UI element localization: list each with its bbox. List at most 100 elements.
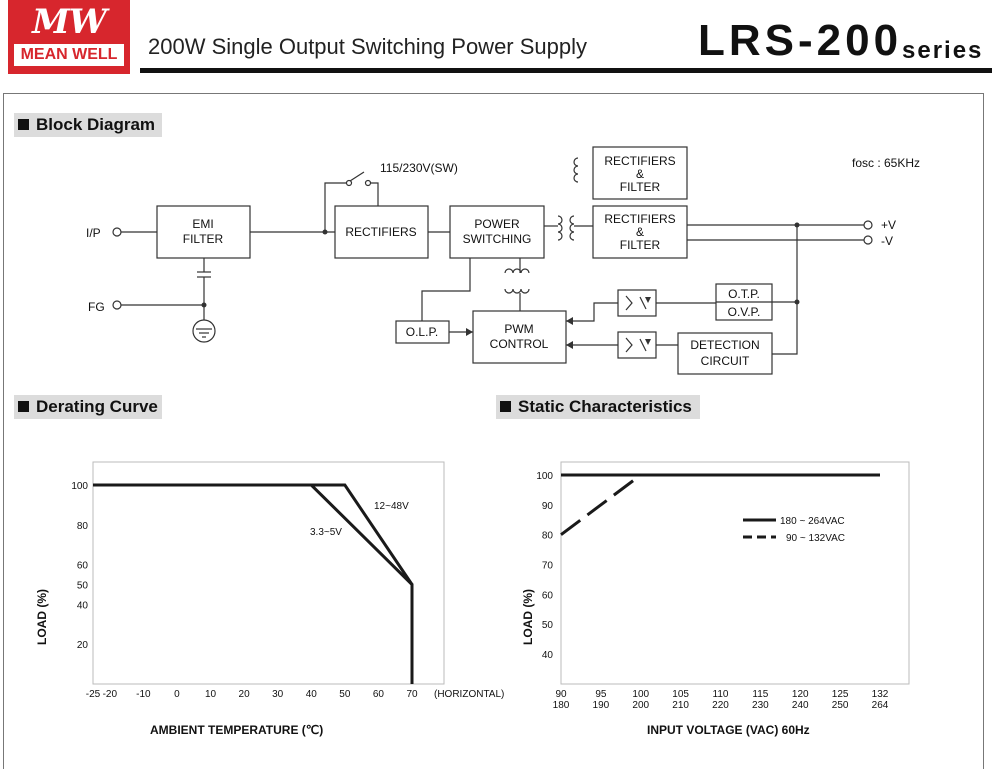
logo-name: MEAN WELL bbox=[14, 44, 124, 66]
derating-x-tick-label: -20 bbox=[103, 689, 118, 700]
static-x-tick-label: 264 bbox=[872, 700, 889, 711]
series-label: series bbox=[902, 37, 984, 64]
transformer-icon bbox=[544, 215, 593, 241]
static-y-tick-label: 80 bbox=[542, 531, 554, 542]
rect-filter-main-block bbox=[592, 205, 688, 259]
static-series-line bbox=[560, 473, 642, 536]
emi-filter-block bbox=[156, 205, 251, 259]
detection-line1: DETECTION bbox=[690, 338, 759, 352]
derating-x-tick-label: 0 bbox=[174, 689, 180, 700]
static-x-tick-label: 200 bbox=[632, 700, 649, 711]
static-x-tick-label: 132 bbox=[872, 689, 889, 700]
derating-x-tick-label: 40 bbox=[306, 689, 318, 700]
derating-x-tick-label: -25 bbox=[86, 689, 101, 700]
legend-label: 180 ~ 264VAC bbox=[780, 516, 845, 527]
power-switching-line2: SWITCHING bbox=[463, 232, 532, 246]
derating-x-axis-label: AMBIENT TEMPERATURE (℃) bbox=[150, 723, 323, 737]
power-switching-block bbox=[449, 205, 545, 259]
static-x-tick-label: 125 bbox=[832, 689, 849, 700]
static-x-tick-label: 230 bbox=[752, 700, 769, 711]
mean-well-logo: MW MEAN WELL bbox=[8, 0, 130, 74]
derating-y-tick-label: 100 bbox=[71, 481, 88, 492]
derating-x-tick-label: -10 bbox=[136, 689, 151, 700]
derating-plot-area bbox=[92, 461, 445, 685]
derating-series-label: 3.3~5V bbox=[310, 527, 342, 538]
derating-x-tick-label: 10 bbox=[205, 689, 217, 700]
static-x-tick-label: 105 bbox=[672, 689, 689, 700]
derating-y-tick-label: 80 bbox=[77, 521, 89, 532]
derating-series-label: 12~48V bbox=[374, 501, 409, 512]
rect-filter-aux-line1: RECTIFIERS bbox=[604, 154, 675, 168]
legend-label: 90 ~ 132VAC bbox=[786, 533, 845, 544]
derating-x-tick-label: 30 bbox=[272, 689, 284, 700]
output-positive-label: +V bbox=[881, 218, 896, 232]
static-x-tick-label: 115 bbox=[752, 689, 768, 700]
otp-label: O.T.P. bbox=[728, 287, 760, 301]
static-x-tick-label: 250 bbox=[832, 700, 849, 711]
derating-y-tick-label: 20 bbox=[77, 640, 89, 651]
rect-filter-aux-block bbox=[592, 146, 688, 200]
model-number: LRS-200 bbox=[698, 16, 903, 65]
derating-y-axis-label: LOAD (%) bbox=[35, 589, 49, 645]
derating-series-line bbox=[93, 483, 414, 684]
static-x-tick-label: 190 bbox=[593, 700, 610, 711]
voltage-switch-icon bbox=[349, 171, 365, 182]
derating-x-tick-label: 50 bbox=[339, 689, 351, 700]
ground-icon bbox=[192, 319, 216, 343]
static-y-tick-label: 100 bbox=[536, 471, 553, 482]
static-y-tick-label: 50 bbox=[542, 620, 554, 631]
pwm-line2: CONTROL bbox=[490, 337, 549, 351]
detection-line2: CIRCUIT bbox=[701, 354, 750, 368]
derating-x-tick-label: 20 bbox=[239, 689, 251, 700]
section-block-diagram: Block Diagram bbox=[14, 113, 162, 137]
derating-x-tick-label: 60 bbox=[373, 689, 385, 700]
switch-label: 115/230V(SW) bbox=[380, 161, 458, 175]
static-y-tick-label: 40 bbox=[542, 650, 554, 661]
emi-filter-line2: FILTER bbox=[183, 232, 224, 246]
optocoupler-icon bbox=[617, 331, 657, 359]
static-x-tick-label: 110 bbox=[713, 689, 729, 700]
static-y-axis-label: LOAD (%) bbox=[521, 589, 535, 645]
content-frame bbox=[3, 93, 984, 769]
static-y-tick-label: 60 bbox=[542, 590, 554, 601]
derating-y-tick-label: 60 bbox=[77, 561, 89, 572]
detection-circuit-block bbox=[677, 332, 773, 375]
static-x-tick-label: 240 bbox=[792, 700, 809, 711]
derating-y-tick-label: 40 bbox=[77, 600, 89, 611]
pwm-line1: PWM bbox=[504, 322, 533, 336]
static-x-tick-label: 100 bbox=[632, 689, 649, 700]
rectifiers-block bbox=[334, 205, 429, 259]
header-rule bbox=[140, 68, 992, 73]
static-x-tick-label: 90 bbox=[555, 689, 567, 700]
power-switching-line1: POWER bbox=[474, 217, 520, 231]
rectifiers-label: RECTIFIERS bbox=[345, 225, 416, 239]
derating-x-tick-label: 70 bbox=[406, 689, 418, 700]
fg-label: FG bbox=[88, 300, 105, 314]
output-negative-label: -V bbox=[881, 234, 893, 248]
aux-transformer-icon bbox=[573, 157, 579, 183]
rect-filter-main-line3: FILTER bbox=[620, 238, 661, 252]
rect-filter-main-line2: & bbox=[636, 225, 644, 239]
rect-filter-aux-line3: FILTER bbox=[620, 180, 661, 194]
rect-filter-aux-line2: & bbox=[636, 167, 644, 181]
ovp-label: O.V.P. bbox=[728, 305, 761, 319]
static-x-tick-label: 95 bbox=[595, 689, 607, 700]
negative-output-terminal bbox=[863, 235, 873, 245]
static-y-tick-label: 90 bbox=[542, 501, 554, 512]
static-x-tick-label: 120 bbox=[792, 689, 809, 700]
static-x-tick-label: 210 bbox=[672, 700, 689, 711]
input-label: I/P bbox=[86, 226, 101, 240]
section-static-characteristics: Static Characteristics bbox=[496, 395, 700, 419]
feedback-transformer-icon bbox=[504, 268, 530, 274]
logo-mark: MW bbox=[32, 2, 107, 42]
derating-x-suffix: (HORIZONTAL) bbox=[434, 689, 504, 700]
rect-filter-main-line1: RECTIFIERS bbox=[604, 212, 675, 226]
static-x-tick-label: 220 bbox=[712, 700, 729, 711]
product-subtitle: 200W Single Output Switching Power Suppl… bbox=[148, 34, 588, 59]
positive-output-terminal bbox=[863, 220, 873, 230]
static-y-tick-label: 70 bbox=[542, 561, 554, 572]
static-x-tick-label: 180 bbox=[553, 700, 570, 711]
